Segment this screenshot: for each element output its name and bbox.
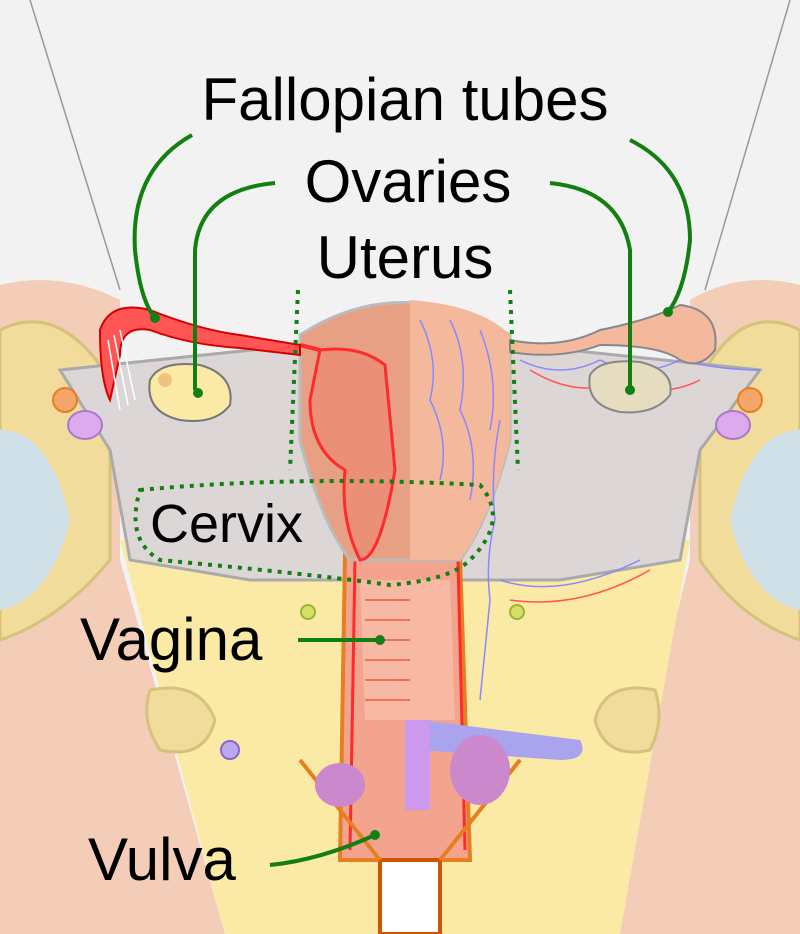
leader-ovaries-right xyxy=(549,181,632,388)
right-pubic-bone xyxy=(593,686,661,754)
uterus-outline-left xyxy=(288,289,300,471)
vaginal-rugae xyxy=(360,580,455,720)
left-joint xyxy=(0,430,70,610)
ovary-leader-dot xyxy=(193,388,203,398)
vestibular-bulb xyxy=(315,763,365,807)
label-uterus: Uterus xyxy=(317,224,494,291)
uterine-artery xyxy=(299,343,321,352)
uterus-outline-right xyxy=(508,289,520,471)
right-fallopian-tube xyxy=(509,303,717,365)
leader-dot-fallopian-left xyxy=(150,313,160,323)
leader-ovaries-left xyxy=(193,181,276,390)
fimbriae-left xyxy=(107,329,136,411)
label-vulva: Vulva xyxy=(88,826,236,893)
leader-dot-vulva xyxy=(370,830,380,840)
label-fallopian-tubes: Fallopian tubes xyxy=(202,66,609,133)
left-pubic-bone xyxy=(145,686,217,754)
left-ureter xyxy=(300,604,316,620)
cervix-outline xyxy=(133,479,495,588)
vulva-opening xyxy=(378,858,442,934)
ligament-line-right xyxy=(704,0,791,291)
label-ovaries: Ovaries xyxy=(305,148,512,215)
leader-lines xyxy=(132,133,693,867)
leader-dot-vagina xyxy=(375,635,385,645)
ligament-line-left xyxy=(29,0,121,291)
right-ureter xyxy=(509,604,525,620)
left-node-purple xyxy=(67,410,103,440)
uterine-cavity xyxy=(308,347,397,562)
left-ovary xyxy=(148,363,232,422)
leader-fallopian-right xyxy=(629,138,693,314)
obturator-vessel xyxy=(220,740,240,760)
right-node-purple xyxy=(715,410,751,440)
ovarian-follicle xyxy=(158,373,172,387)
urethral-tube xyxy=(405,720,430,810)
leader-fallopian-left xyxy=(132,133,193,320)
right-ovary-leader-dot xyxy=(625,385,635,395)
label-cervix: Cervix xyxy=(150,494,303,554)
leader-dot-fallopian-right xyxy=(663,307,673,317)
right-joint xyxy=(730,430,800,610)
leader-vulva xyxy=(269,833,376,867)
clitoris xyxy=(450,735,510,805)
label-vagina: Vagina xyxy=(80,606,263,673)
right-node-orange xyxy=(737,387,763,413)
left-node-orange xyxy=(52,387,78,413)
